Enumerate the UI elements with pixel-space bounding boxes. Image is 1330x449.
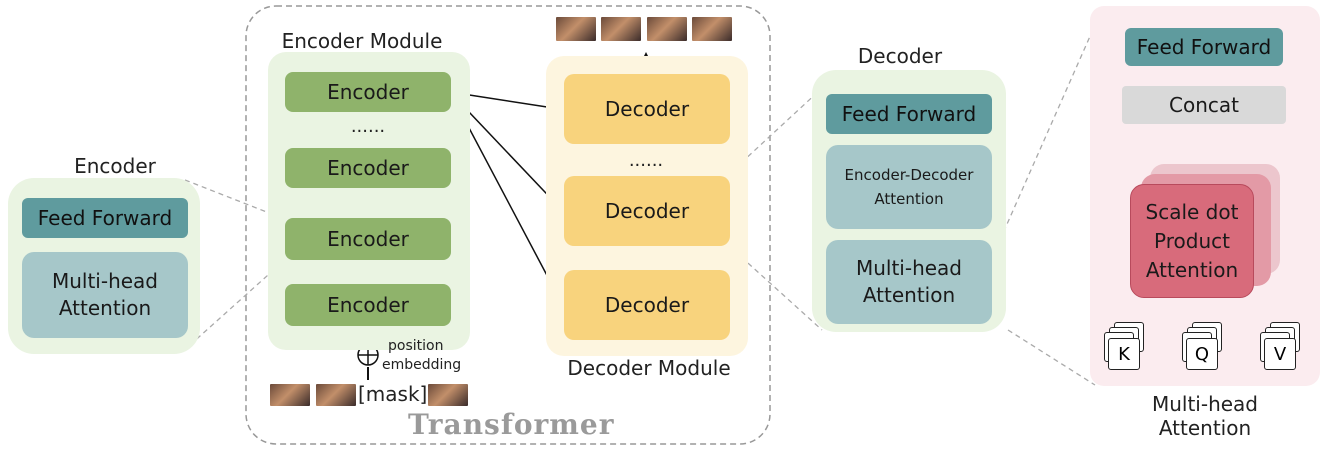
input-frame-image — [428, 384, 468, 406]
multihead-feed-forward-box: Feed Forward — [1125, 28, 1283, 66]
multihead-caption: Multi-head Attention — [1130, 392, 1280, 440]
output-frame-image — [601, 17, 641, 41]
decoder-detail-title: Decoder — [857, 44, 943, 68]
encoder-block: Encoder — [285, 284, 451, 326]
encoder-multihead-attention-box: Multi-head Attention — [22, 252, 188, 338]
encoder-block: Encoder — [285, 218, 451, 260]
caption-line-1: Multi-head — [1151, 392, 1259, 416]
enc-dec-line-1: Encoder-Decoder — [844, 166, 974, 184]
attention-line-1: Multi-head — [855, 256, 963, 280]
decoder-ellipsis: ...... — [628, 150, 664, 171]
decoder-module-title: Decoder Module — [567, 356, 731, 380]
mask-token: [mask] — [358, 382, 428, 406]
encoder-feed-forward-box: Feed Forward — [22, 198, 188, 238]
encoder-block: Encoder — [285, 72, 451, 112]
encoder-decoder-attention-box: Encoder-Decoder Attention — [826, 145, 992, 229]
concat-box: Concat — [1122, 86, 1286, 124]
attention-line-1: Multi-head — [51, 269, 159, 293]
decoder-block: Decoder — [564, 270, 730, 340]
q-input: Q — [1186, 338, 1218, 370]
decoder-multihead-attention-box: Multi-head Attention — [826, 240, 992, 324]
encoder-block: Encoder — [285, 148, 451, 188]
sdp-line-1: Scale dot — [1145, 199, 1239, 224]
v-input: V — [1264, 338, 1296, 370]
sdp-line-2: Product — [1154, 228, 1230, 253]
encoder-ellipsis: ...... — [350, 116, 386, 137]
output-frame-image — [692, 17, 732, 41]
input-frame-image — [270, 384, 310, 406]
sdp-line-3: Attention — [1145, 257, 1239, 282]
encoder-detail-title: Encoder — [74, 154, 156, 178]
position-label: position — [388, 338, 444, 354]
output-frame-image — [556, 17, 596, 41]
transformer-title: Transformer — [408, 408, 615, 441]
output-frame-image — [647, 17, 687, 41]
k-input: K — [1108, 338, 1140, 370]
decoder-block: Decoder — [564, 176, 730, 246]
decoder-block: Decoder — [564, 74, 730, 144]
decoder-feed-forward-box: Feed Forward — [826, 94, 992, 134]
enc-dec-line-2: Attention — [874, 190, 944, 208]
embedding-label: embedding — [382, 357, 462, 373]
scale-dot-product-attention-box: Scale dot Product Attention — [1130, 184, 1254, 298]
caption-line-2: Attention — [1158, 416, 1252, 440]
encoder-module-title: Encoder Module — [281, 29, 443, 53]
attention-line-2: Attention — [862, 283, 956, 307]
input-frame-image — [316, 384, 356, 406]
attention-line-2: Attention — [58, 296, 152, 320]
